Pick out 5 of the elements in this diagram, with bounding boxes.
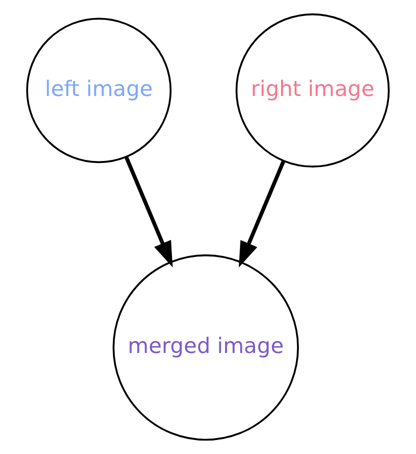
node-circle: left image [26,18,172,164]
arrow [238,160,286,268]
node-circle: merged image [112,254,299,441]
node-circle: right image [236,13,390,168]
arrow [124,156,173,268]
